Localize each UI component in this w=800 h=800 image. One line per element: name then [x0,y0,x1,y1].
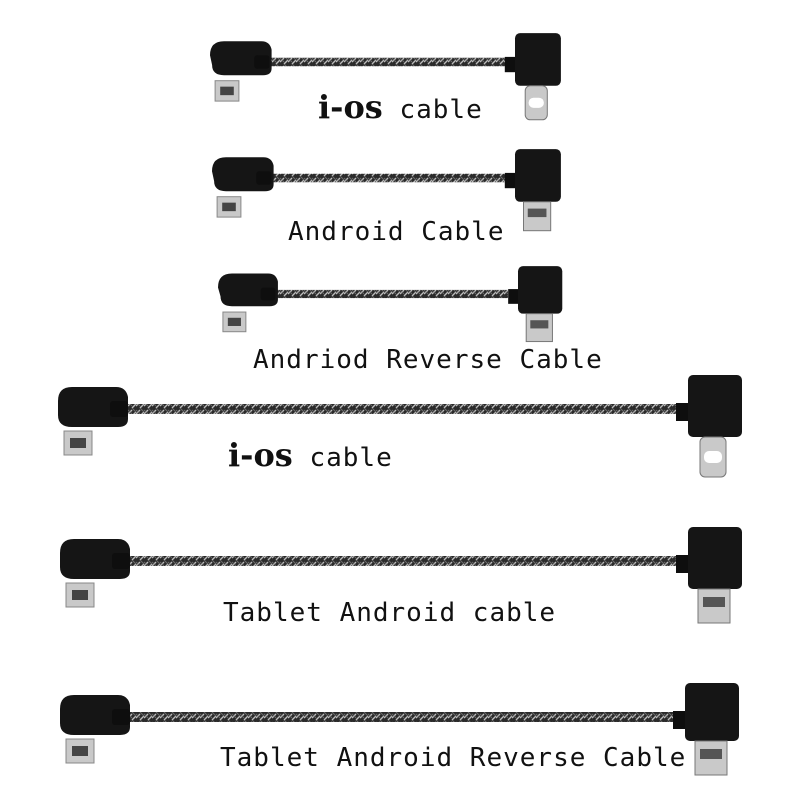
cable-label-5-text: Tablet Android cable [223,598,557,628]
strain-relief [508,289,520,304]
lightning-plug-tip [704,451,722,463]
micro-usb-plug-slot [700,749,722,759]
right-connector-body [515,33,561,86]
strain-relief [673,711,687,729]
strain-relief [110,401,128,417]
braided-cord [125,712,675,722]
braided-cord [265,57,505,67]
right-connector-body [688,527,742,589]
lightning-plug-tip [528,97,544,108]
strain-relief [256,171,272,185]
strain-relief [676,555,690,573]
micro-usb-plug-slot [70,438,86,448]
micro-usb-plug-slot [220,86,234,96]
braided-cord [125,556,678,566]
cable-label-1-lead: i-os [318,88,383,126]
braided-cord [123,404,678,414]
strain-relief [504,56,517,73]
strain-relief [254,55,270,69]
right-connector-body [515,149,561,202]
right-connector-body [688,375,742,437]
strain-relief [504,172,517,189]
cable-label-5: Tablet Android cable [223,591,556,629]
micro-usb-connector-body [58,387,128,427]
micro-usb-plug-slot [227,317,241,326]
micro-usb-plug-slot [530,320,549,329]
cable-label-1: i-os cable [318,88,483,126]
cable-label-2: Android Cable [288,210,505,248]
cable-label-6-text: Tablet Android Reverse Cable [220,743,687,773]
cable-2 [212,149,561,232]
micro-usb-plug-slot [222,202,236,212]
micro-usb-plug [65,582,95,608]
cable-4 [58,375,742,478]
cable-3 [218,266,563,343]
cable-label-4: i-os cable [228,436,393,474]
right-connector-body [518,266,563,314]
right-connector-body [685,683,739,741]
cable-1 [210,33,561,121]
strain-relief [676,403,690,421]
cable-label-4-text: cable [292,443,393,473]
micro-usb-plug-slot [72,746,88,756]
strain-relief [112,709,130,725]
cable-label-3: Andriod Reverse Cable [253,338,603,376]
micro-usb-connector-body [60,695,130,735]
strain-relief [260,287,276,301]
micro-usb-plug-slot [703,597,725,607]
cable-label-6: Tablet Android Reverse Cable [220,736,686,774]
cable-label-4-lead: i-os [228,436,293,474]
cable-5 [60,527,742,624]
cable-6 [60,683,739,776]
braided-cord [267,173,505,183]
micro-usb-connector-body [60,539,130,579]
strain-relief [112,553,130,569]
micro-usb-plug-slot [527,208,547,218]
braided-cord [271,289,508,299]
cable-label-3-text: Andriod Reverse Cable [253,345,603,375]
cable-label-1-text: cable [382,95,483,125]
micro-usb-plug-slot [72,590,88,600]
cable-label-2-text: Android Cable [288,217,505,247]
